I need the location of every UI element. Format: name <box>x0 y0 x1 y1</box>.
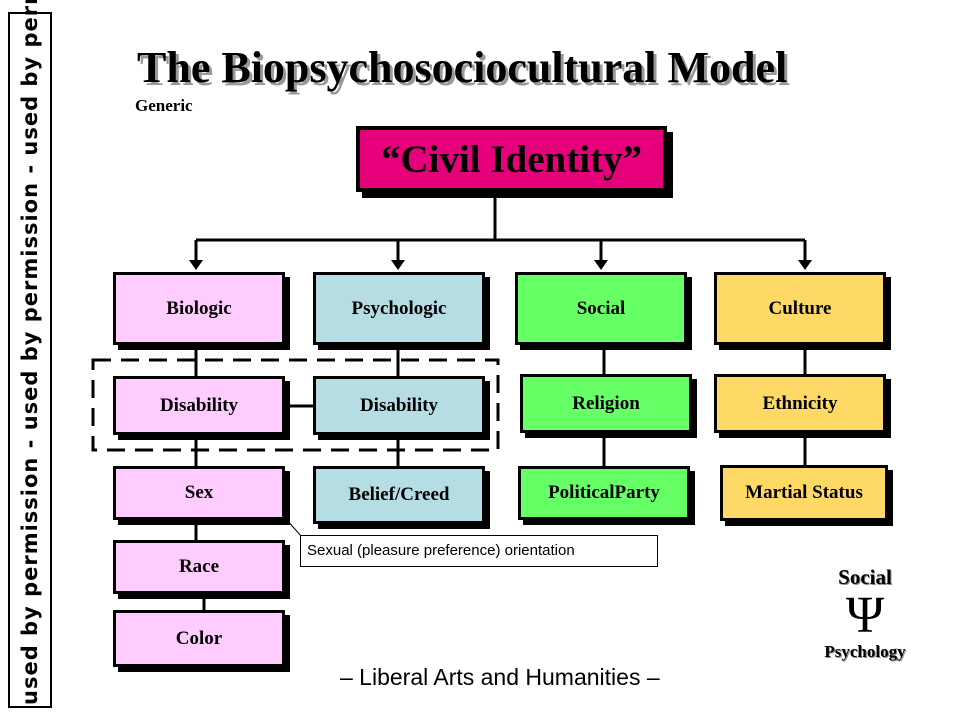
race-box: Race <box>113 540 285 594</box>
political-party-box: PoliticalParty <box>518 466 690 520</box>
psi-icon: Ψ <box>845 587 885 644</box>
psychologic-box: Psychologic <box>313 272 485 345</box>
footer-text: – Liberal Arts and Humanities – <box>340 664 660 690</box>
page-title: The Biopsychosociocultural Model <box>137 43 788 92</box>
social-box: Social <box>515 272 687 345</box>
arrow-biologic <box>189 260 203 270</box>
disability-biologic-box: Disability <box>113 376 285 435</box>
note-pointer <box>284 517 303 538</box>
culture-box: Culture <box>714 272 886 345</box>
social-psychology-logo: Social Ψ Psychology <box>800 565 930 662</box>
arrow-social <box>594 260 608 270</box>
orientation-note: Sexual (pleasure preference) orientation <box>300 535 658 567</box>
logo-top-text: Social <box>838 565 892 589</box>
permission-sidebar: used by permission - used by permission … <box>8 0 52 708</box>
religion-box: Religion <box>520 374 692 433</box>
arrow-psychologic <box>391 260 405 270</box>
disability-psychologic-box: Disability <box>313 376 485 435</box>
ethnicity-box: Ethnicity <box>714 374 886 433</box>
biologic-box: Biologic <box>113 272 285 345</box>
civil-identity-box: “Civil Identity” <box>356 126 667 192</box>
page-subtitle: Generic <box>135 96 193 115</box>
arrow-culture <box>798 260 812 270</box>
disability-group-outline <box>91 358 500 452</box>
logo-bottom-text: Psychology <box>824 642 906 661</box>
sex-box: Sex <box>113 466 285 520</box>
belief-creed-box: Belief/Creed <box>313 466 485 524</box>
marital-status-box: Martial Status <box>720 465 888 521</box>
color-box: Color <box>113 610 285 667</box>
